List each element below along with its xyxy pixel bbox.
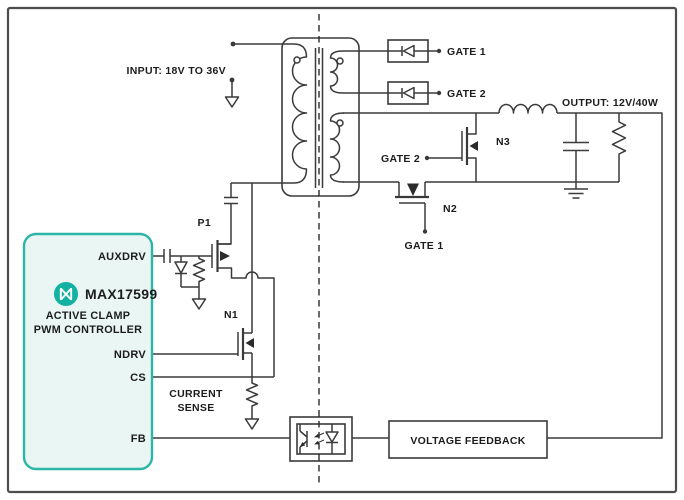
output-inductor [498, 103, 558, 114]
current-sense-resistor [245, 353, 259, 419]
maxim-logo-glyph [59, 287, 73, 301]
clamp-cap-wires [217, 183, 232, 245]
load-resistor [611, 113, 627, 182]
output-capacitor [563, 141, 589, 152]
part-desc-line2: PWM CONTROLLER [34, 324, 143, 336]
n1-body-arrow [245, 338, 254, 348]
opto-led-diode [325, 431, 339, 443]
gate2-n3-label: GATE 2 [381, 153, 420, 165]
secondary-rails [343, 103, 663, 439]
optocoupler [289, 416, 353, 462]
primary-phase-dot [293, 56, 301, 64]
mosfet-n2 [395, 182, 429, 234]
earth-ground-symbol [564, 182, 588, 199]
pin-cs: CS [130, 372, 146, 384]
transformer [231, 37, 388, 197]
n2-label: N2 [443, 203, 457, 215]
clamp-capacitor [224, 196, 238, 205]
secondary-winding-top [329, 50, 388, 94]
gate1-n2-label: GATE 1 [405, 240, 444, 252]
aux-coupling-cap [163, 249, 171, 263]
feedback-sense-wire [547, 112, 663, 439]
part-number: MAX17599 [85, 286, 157, 302]
gate1-terminal-label: GATE 1 [447, 46, 486, 58]
n2-body-arrow [407, 183, 419, 196]
current-sense-network [152, 353, 274, 430]
gate-resistor [192, 256, 206, 287]
aux-ground-symbol [191, 298, 207, 310]
gate1-diode-box [387, 39, 442, 63]
mosfet-n1 [152, 328, 254, 360]
p1-source-wire-with-hop [217, 267, 275, 377]
n1-label: N1 [224, 309, 238, 321]
secondary-winding-bottom [329, 112, 345, 183]
auxdrv-network [152, 249, 212, 310]
input-label: INPUT: 18V TO 36V [127, 65, 226, 77]
optocoupler-outer-box [289, 416, 353, 462]
part-desc-line1: ACTIVE CLAMP [46, 310, 131, 322]
n3-body-arrow [469, 141, 478, 151]
p1-body-arrow [220, 251, 230, 261]
input-terminals [224, 41, 240, 108]
cs-ground-symbol [244, 418, 260, 430]
gate-diode [174, 261, 188, 274]
controller-block [22, 232, 154, 471]
transformer-outline [281, 37, 360, 197]
transformer-core [314, 48, 324, 188]
gate2-diode-box [387, 81, 442, 105]
mosfet-n3 [424, 113, 478, 182]
current-sense-label-line1: CURRENT [169, 388, 223, 400]
secondary-top-phase-dot [336, 57, 344, 65]
n3-label: N3 [496, 136, 510, 148]
p1-label: P1 [198, 217, 211, 229]
primary-winding [231, 43, 308, 184]
voltage-feedback-box [388, 420, 548, 459]
optocoupler-inner-box [296, 423, 346, 455]
pin-auxdrv: AUXDRV [98, 251, 146, 263]
output-filter [563, 113, 627, 199]
input-ground-symbol [224, 96, 240, 108]
mosfet-p1 [211, 240, 275, 377]
voltage-feedback-block [352, 420, 548, 459]
output-label: OUTPUT: 12V/40W [562, 97, 658, 109]
opto-light-arrows [314, 432, 325, 445]
voltage-feedback-label: VOLTAGE FEEDBACK [410, 435, 525, 447]
page-border [6, 6, 678, 494]
current-sense-label-line2: SENSE [177, 402, 214, 414]
opto-phototransistor [299, 424, 308, 454]
gate2-terminal-label: GATE 2 [447, 88, 486, 100]
pin-fb: FB [131, 433, 146, 445]
pin-ndrv: NDRV [114, 349, 147, 361]
secondary-bottom-phase-dot [336, 119, 344, 127]
